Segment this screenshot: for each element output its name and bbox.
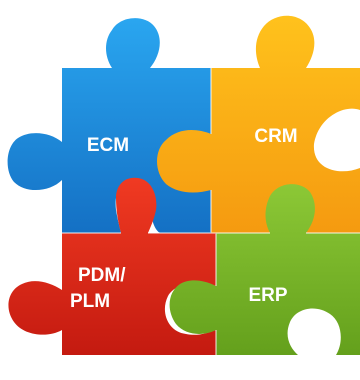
label-pdm-plm-line-2: PLM — [70, 291, 110, 312]
label-pdm-plm-line-1: PDM/ — [78, 265, 126, 286]
label-pdm-plm: PDM/ PLM — [70, 265, 131, 312]
label-erp: ERP — [248, 285, 287, 306]
puzzle-piece-ecm-shape — [7, 18, 212, 233]
label-erp-line: ERP — [248, 285, 287, 306]
seam-lines — [62, 68, 360, 355]
label-crm-line: CRM — [254, 126, 297, 147]
puzzle-piece-crm-shape — [157, 15, 360, 234]
puzzle-piece-pdm-plm-shape — [8, 177, 216, 355]
puzzle-piece-crm — [157, 15, 360, 234]
puzzle-piece-ecm — [7, 18, 212, 233]
puzzle-piece-pdm-plm — [8, 177, 216, 355]
label-ecm: ECM — [87, 135, 129, 156]
puzzle-piece-erp-shape — [169, 184, 360, 355]
puzzle-piece-erp — [169, 184, 360, 355]
label-ecm-line: ECM — [87, 135, 129, 156]
label-crm: CRM — [254, 126, 297, 147]
